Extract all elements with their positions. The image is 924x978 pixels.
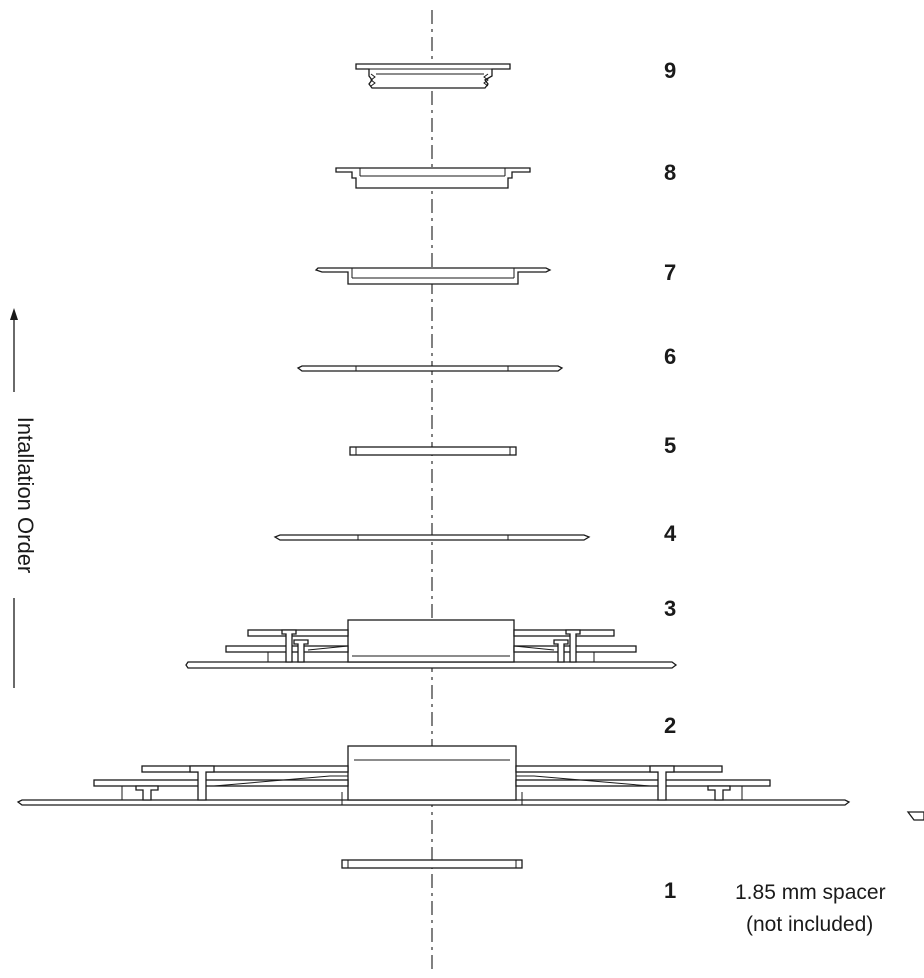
part-8-cone-ring (335, 167, 531, 189)
installation-order-arrow (10, 308, 18, 688)
spacer-note-line-2: (not included) (746, 913, 874, 936)
part-number-5: 5 (664, 433, 677, 458)
part-4-large-washer (273, 534, 591, 541)
installation-order-label: Intallation Order (13, 416, 38, 574)
part-number-4: 4 (664, 521, 677, 546)
part-7-flanged-ring (314, 267, 552, 285)
part-number-6: 6 (664, 344, 677, 369)
part-3-bearing-assembly (185, 619, 678, 669)
part-5-small-washer (349, 446, 517, 456)
part-number-3: 3 (664, 596, 677, 621)
part-number-8: 8 (664, 160, 677, 185)
part-6-thin-washer (296, 365, 564, 372)
part-number-2: 2 (664, 713, 677, 738)
part-2-bearing-assembly (16, 745, 851, 806)
part-number-1: 1 (664, 878, 677, 903)
part-number-9: 9 (664, 58, 677, 83)
part-number-7: 7 (664, 260, 677, 285)
partial-spacer-shape (906, 811, 924, 821)
part-1-spacer (341, 859, 523, 869)
part-9-threaded-cup (355, 63, 511, 89)
spacer-note-line-1: 1.85 mm spacer (735, 881, 886, 904)
